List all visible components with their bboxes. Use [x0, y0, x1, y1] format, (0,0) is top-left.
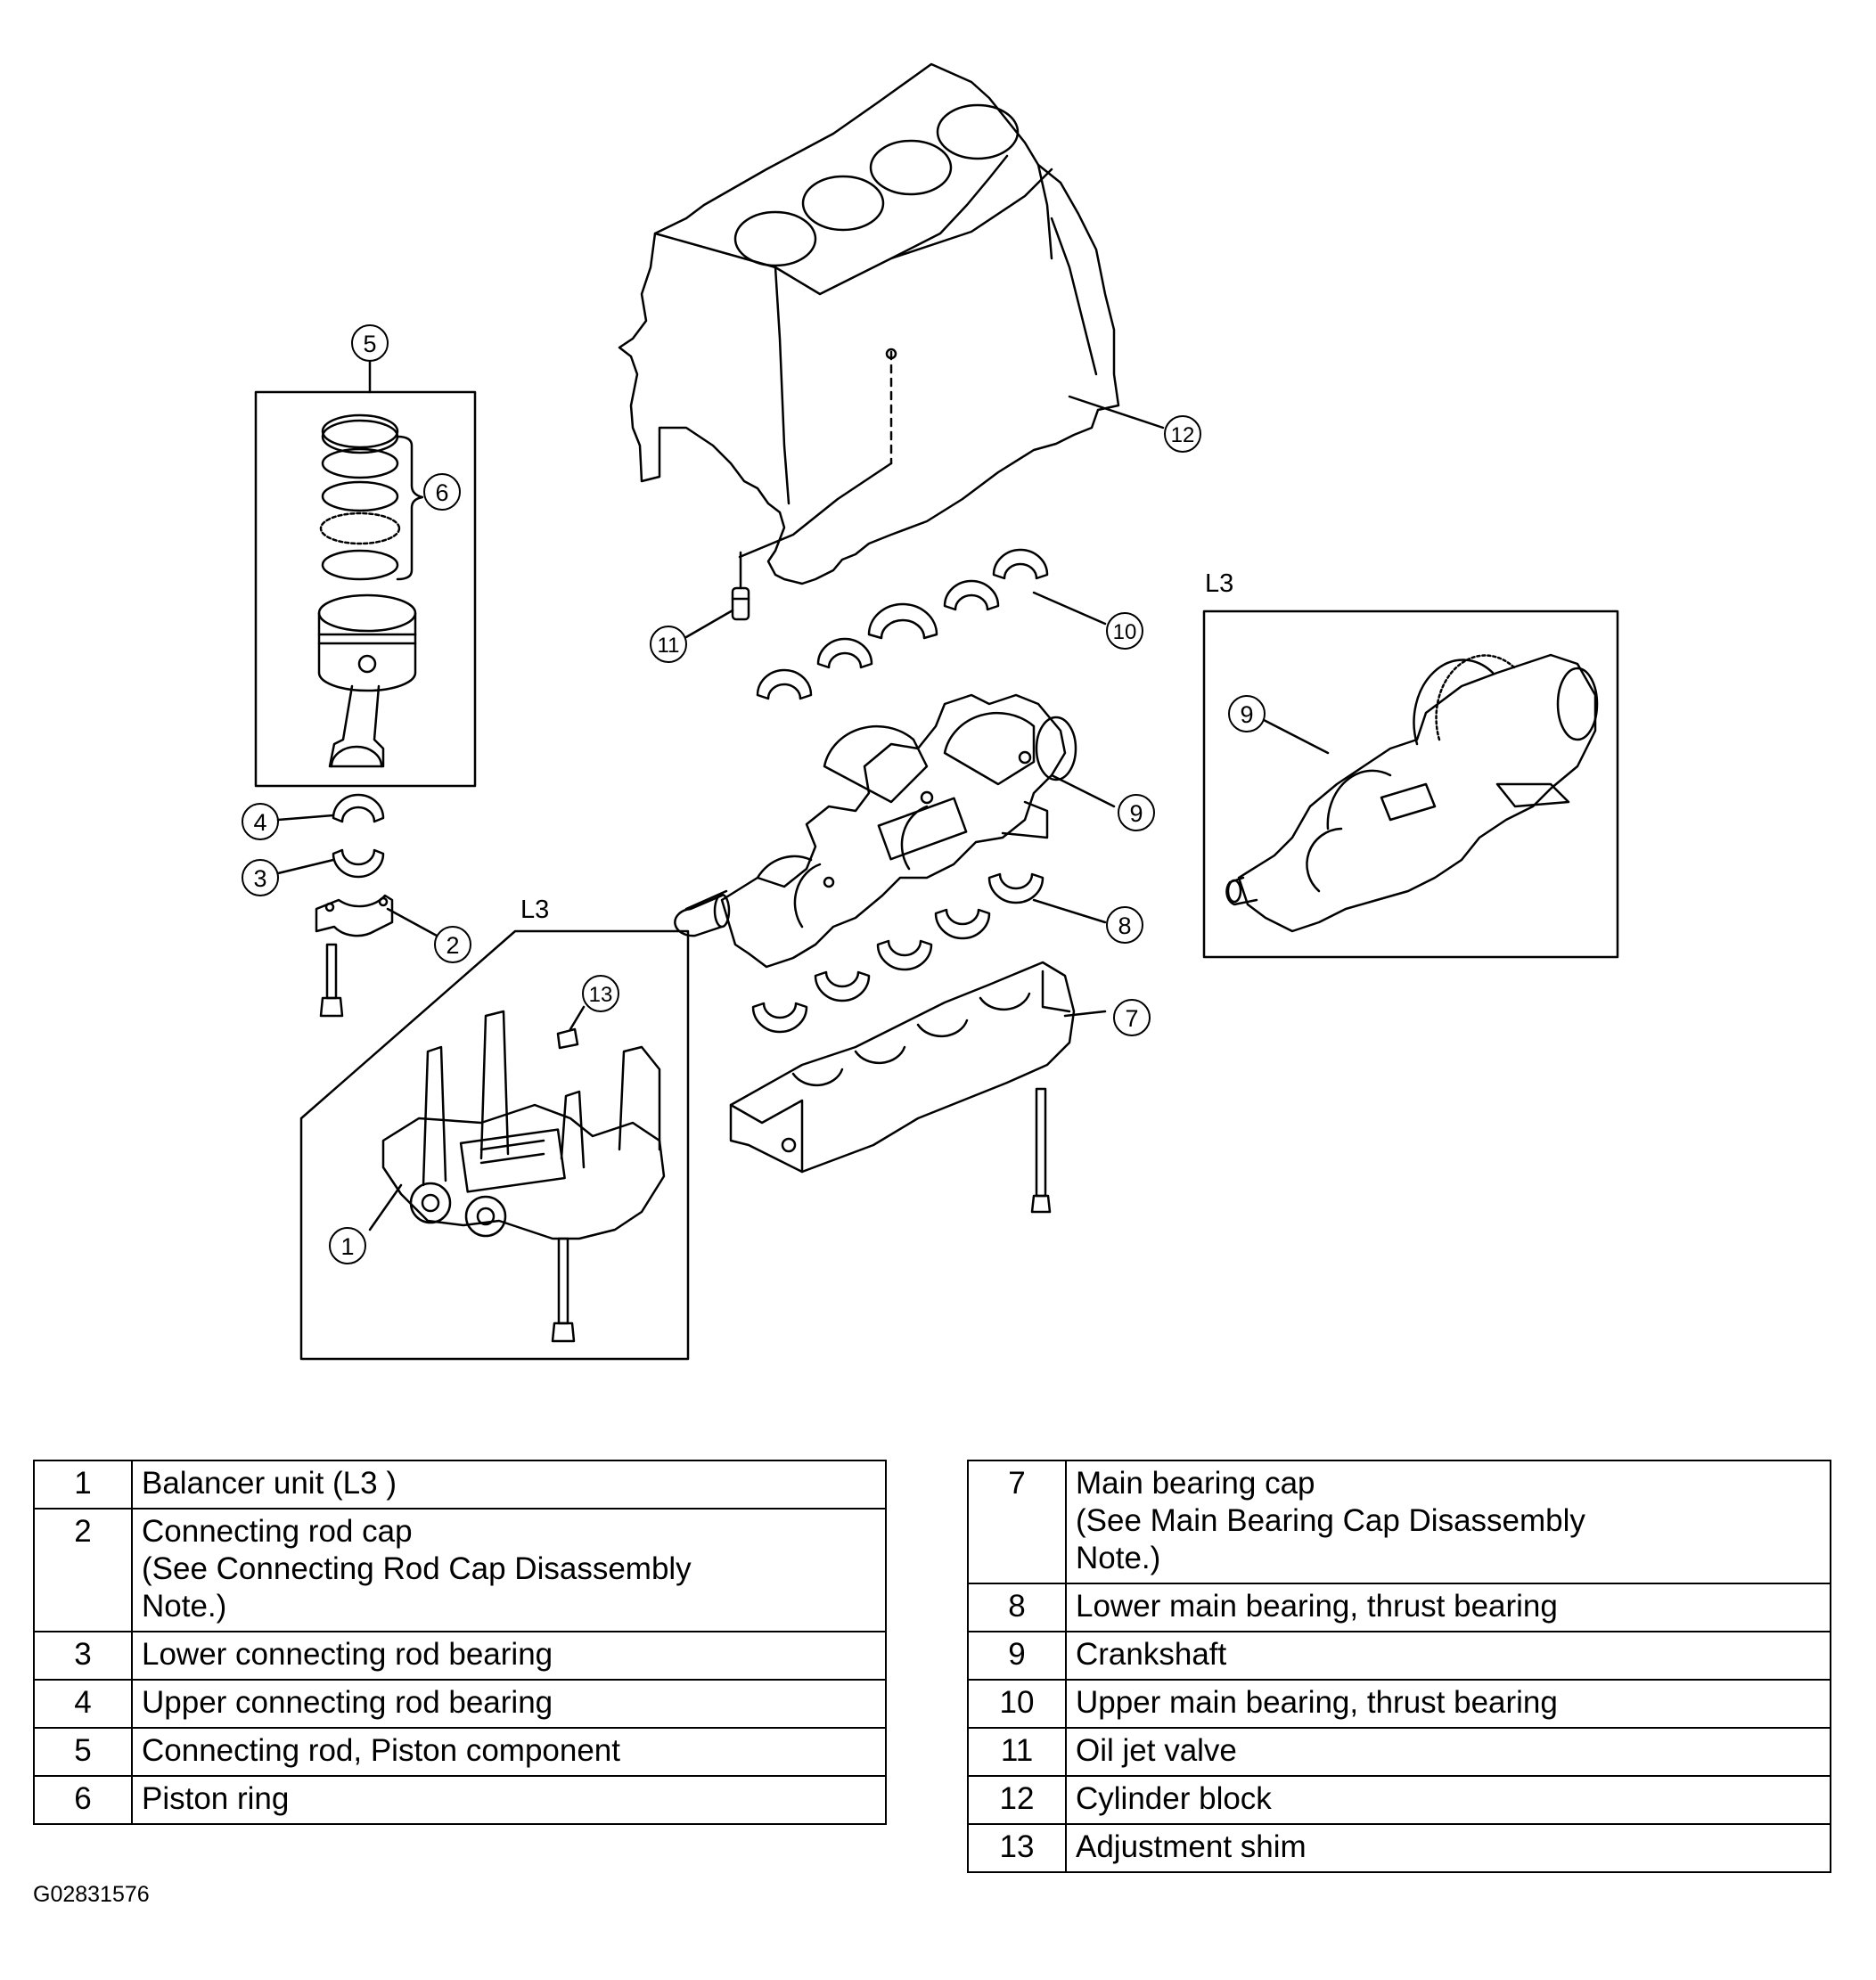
callout-10: 10 — [1113, 620, 1137, 644]
table-row: 4 Upper connecting rod bearing — [33, 1679, 887, 1729]
part-description: Piston ring — [131, 1775, 887, 1825]
callout-11-circle — [650, 626, 687, 663]
table-row: 8 Lower main bearing, thrust bearing — [967, 1583, 1831, 1632]
part-number: 7 — [967, 1460, 1067, 1584]
oil-jet-valve-drawing — [731, 551, 750, 621]
part-description: Adjustment shim — [1065, 1823, 1831, 1873]
balancer-inset-frame — [299, 929, 690, 1361]
crankshaft-drawing — [674, 693, 1077, 969]
piston-assembly-drawing — [317, 413, 424, 768]
part-description: Crankshaft — [1065, 1631, 1831, 1681]
piston-assembly-box — [254, 390, 477, 788]
crankshaft-inset-box — [1202, 610, 1619, 959]
exploded-view-diagram: 5 6 4 3 2 1 13 11 10 9 8 7 12 9 L3 L3 — [242, 62, 1619, 1361]
callout-12: 12 — [1171, 423, 1195, 447]
callout-2-circle — [434, 926, 471, 963]
leader-4 — [276, 814, 335, 822]
connecting-rod-cap-drawing — [315, 894, 394, 1018]
part-description: Lower connecting rod bearing — [131, 1631, 887, 1681]
table-row: 3 Lower connecting rod bearing — [33, 1631, 887, 1681]
callout-1: 1 — [340, 1233, 354, 1260]
upper-main-bearings-drawing — [756, 548, 1049, 700]
part-description: Connecting rod, Piston component — [131, 1727, 887, 1777]
part-number: 10 — [967, 1679, 1067, 1729]
callout-2: 2 — [446, 932, 459, 959]
leader-2 — [386, 907, 438, 937]
leader-3 — [276, 858, 335, 875]
callout-13-circle — [582, 975, 619, 1012]
table-row: 5 Connecting rod, Piston component — [33, 1727, 887, 1777]
part-description: Balancer unit (L3 ) — [131, 1460, 887, 1510]
part-description: Oil jet valve — [1065, 1727, 1831, 1777]
cylinder-block-drawing — [618, 62, 1120, 585]
callout-11: 11 — [658, 634, 680, 658]
part-number: 13 — [967, 1823, 1067, 1873]
callout-7-circle — [1113, 999, 1151, 1036]
part-description: Lower main bearing, thrust bearing — [1065, 1583, 1831, 1632]
callout-6: 6 — [435, 479, 448, 506]
crankshaft-inset-drawing — [1225, 653, 1599, 933]
table-row: 11 Oil jet valve — [967, 1727, 1831, 1777]
leader-10 — [1032, 591, 1107, 626]
leader-12 — [1068, 395, 1165, 430]
callout-1-circle — [329, 1227, 366, 1264]
parts-legend-left: 1 Balancer unit (L3 ) 2 Connecting rod c… — [33, 1460, 887, 1825]
callout-10-circle — [1106, 612, 1143, 650]
part-number: 5 — [33, 1727, 133, 1777]
part-description: Connecting rod cap (See Connecting Rod C… — [131, 1508, 887, 1632]
callout-9-circle — [1118, 794, 1155, 831]
callout-4: 4 — [253, 809, 266, 836]
table-row: 10 Upper main bearing, thrust bearing — [967, 1679, 1831, 1729]
lower-main-bearings-drawing — [751, 872, 1044, 1034]
part-number: 9 — [967, 1631, 1067, 1681]
main-bearing-cap-drawing — [729, 961, 1076, 1214]
table-row: 13 Adjustment shim — [967, 1823, 1831, 1873]
callout-8: 8 — [1118, 912, 1131, 939]
balancer-unit-drawing — [381, 1010, 666, 1343]
part-number: 6 — [33, 1775, 133, 1825]
table-row: 6 Piston ring — [33, 1775, 887, 1825]
callout-9-inset-circle — [1228, 695, 1266, 732]
callout-13: 13 — [589, 983, 613, 1007]
table-row: 1 Balancer unit (L3 ) — [33, 1460, 887, 1510]
leader-1 — [368, 1183, 403, 1231]
leader-8 — [1032, 898, 1107, 924]
part-number: 4 — [33, 1679, 133, 1729]
connecting-rod-bearings-drawing — [332, 793, 385, 879]
callout-7: 7 — [1125, 1005, 1138, 1032]
callout-3-circle — [242, 859, 279, 896]
callout-3: 3 — [253, 865, 266, 892]
part-number: 2 — [33, 1508, 133, 1632]
part-number: 11 — [967, 1727, 1067, 1777]
table-row: 12 Cylinder block — [967, 1775, 1831, 1825]
part-description: Upper main bearing, thrust bearing — [1065, 1679, 1831, 1729]
inset-label-balancer: L3 — [520, 896, 549, 924]
part-description: Upper connecting rod bearing — [131, 1679, 887, 1729]
callout-5: 5 — [363, 331, 376, 357]
callout-5-circle — [351, 324, 389, 362]
inset-label-crankshaft: L3 — [1205, 569, 1233, 598]
callout-9-inset: 9 — [1240, 701, 1253, 728]
leader-11 — [684, 609, 734, 639]
leader-7 — [1063, 1010, 1107, 1018]
part-number: 8 — [967, 1583, 1067, 1632]
part-number: 12 — [967, 1775, 1067, 1825]
part-description: Main bearing cap (See Main Bearing Cap D… — [1065, 1460, 1831, 1584]
parts-legend-right: 7 Main bearing cap (See Main Bearing Cap… — [967, 1460, 1831, 1873]
callout-8-circle — [1106, 906, 1143, 944]
figure-id: G02831576 — [33, 1882, 150, 1907]
table-row: 7 Main bearing cap (See Main Bearing Cap… — [967, 1460, 1831, 1584]
part-description: Cylinder block — [1065, 1775, 1831, 1825]
table-row: 9 Crankshaft — [967, 1631, 1831, 1681]
leader-13 — [569, 1005, 586, 1031]
part-number: 3 — [33, 1631, 133, 1681]
table-row: 2 Connecting rod cap (See Connecting Rod… — [33, 1508, 887, 1632]
callout-9: 9 — [1129, 800, 1143, 827]
callout-6-circle — [423, 473, 461, 511]
leader-9-inset — [1262, 718, 1330, 755]
part-number: 1 — [33, 1460, 133, 1510]
leader-9 — [1050, 773, 1116, 808]
callout-12-circle — [1164, 415, 1201, 453]
callout-4-circle — [242, 803, 279, 840]
